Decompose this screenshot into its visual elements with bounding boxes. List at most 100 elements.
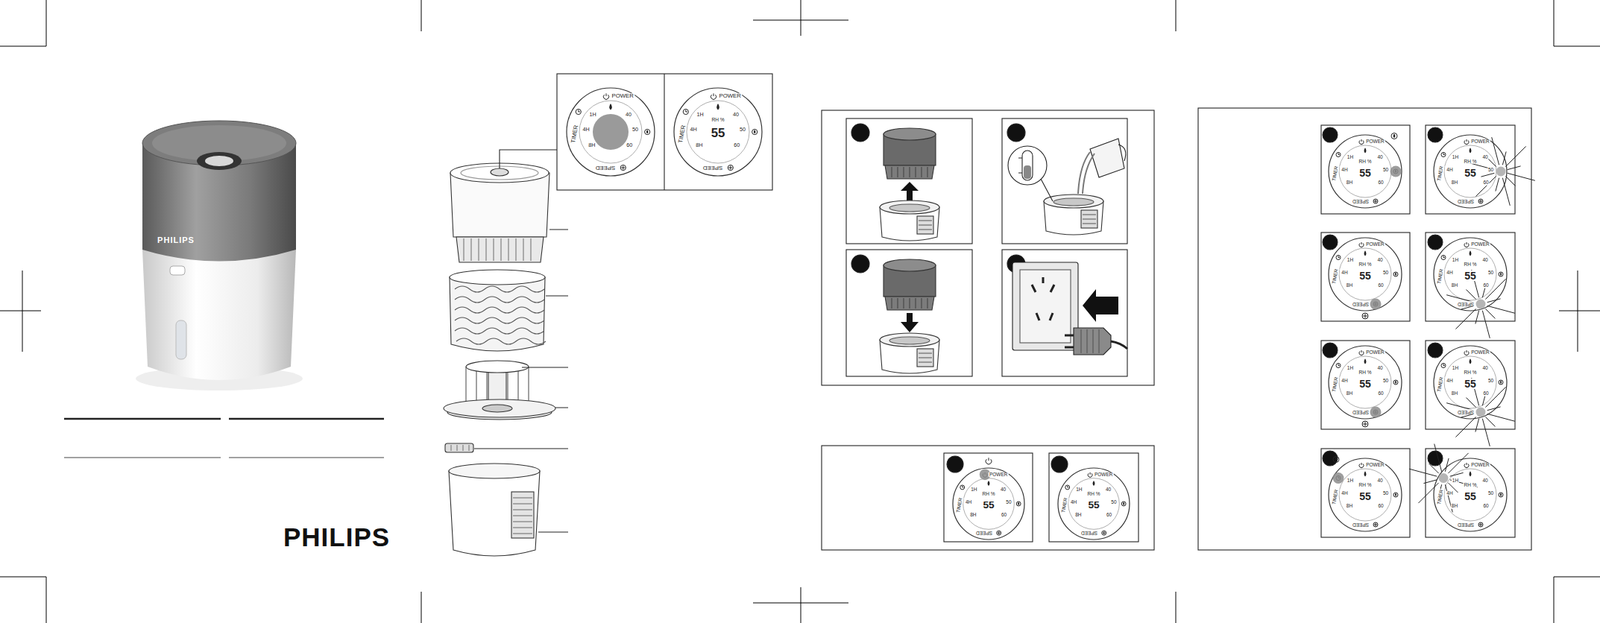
exploded-view-part <box>463 238 531 261</box>
dial-label: RH % <box>1358 158 1373 165</box>
dial-label: 40 <box>1376 478 1384 484</box>
step-panel-settings-part <box>1427 451 1443 466</box>
step-panel-fill-part <box>1019 269 1071 343</box>
exploded-view-part <box>449 277 546 352</box>
dial-inner-ring <box>1339 248 1392 301</box>
droplet-icon <box>609 103 613 111</box>
flash-line <box>1455 308 1476 329</box>
dial-graphic <box>1479 199 1483 203</box>
speed-icon <box>1478 199 1483 204</box>
dial-graphic <box>1500 380 1502 384</box>
dial-inner-ring <box>963 478 1015 531</box>
dial-graphic <box>752 128 758 135</box>
step-panel-settings-part <box>1425 232 1516 322</box>
timer-icon <box>682 108 689 115</box>
dial-label: SPEED <box>1456 522 1475 528</box>
dial-graphic <box>1479 523 1483 527</box>
dial-label: 60 <box>1105 512 1113 518</box>
dial-ring <box>1433 237 1507 311</box>
step-panel-settings-part <box>1322 451 1338 466</box>
dial-label: 60 <box>1000 512 1008 518</box>
dial-graphic <box>1393 272 1398 277</box>
dial-ring <box>1433 345 1507 420</box>
dial-ring <box>566 87 655 176</box>
dial-label: 1H <box>1346 366 1354 372</box>
dial-label: 1H <box>1346 257 1354 264</box>
dial-ring <box>1057 468 1130 540</box>
exploded-view-part <box>512 498 533 534</box>
dial-label: 4H <box>1340 490 1348 496</box>
dial-graphic <box>1102 531 1106 535</box>
dial-label: 1H <box>1075 487 1083 493</box>
dial-label: 60 <box>1377 180 1384 186</box>
power-icon <box>1359 242 1364 248</box>
control-dial: POWERTIMERSPEEDRH %554050601H4H8H <box>1327 345 1403 420</box>
dial-label: 8H <box>1450 283 1459 289</box>
timer-icon <box>1065 485 1070 490</box>
dial-graphic <box>1394 493 1397 496</box>
flash-line <box>1450 472 1464 477</box>
step-panel-fill-part <box>821 110 1155 386</box>
dial-label: 8H <box>1450 504 1459 510</box>
dial-graphic <box>1336 457 1338 461</box>
power-icon <box>1464 350 1469 356</box>
dial-label: 50 <box>1382 167 1390 173</box>
dial-graphic <box>1362 421 1368 427</box>
crop-marks-part <box>0 0 47 47</box>
pressed-button <box>1390 166 1402 178</box>
dial-label: 1H <box>1346 478 1354 484</box>
dial-graphic <box>996 530 1002 536</box>
dial-label: 50 <box>1382 269 1390 276</box>
dial-label: 4H <box>688 126 698 132</box>
dial-label: SPEED <box>1456 199 1475 205</box>
dial-label: RH % <box>1087 492 1102 498</box>
step-panel-settings-part <box>1425 125 1516 214</box>
dial-graphic <box>646 130 648 134</box>
dial-label: POWER <box>717 93 742 100</box>
dial-label: SPEED <box>702 164 724 171</box>
step-panel-fill-part <box>851 254 870 273</box>
step-panel-fill-part <box>1018 158 1023 173</box>
pressed-button <box>1370 298 1382 311</box>
dial-graphic <box>1373 522 1378 528</box>
flash-line <box>1505 146 1526 167</box>
step-panel-fill <box>821 110 1155 386</box>
pressed-button <box>1476 407 1486 418</box>
dial-label: 4H <box>1445 490 1454 496</box>
flash-line <box>1487 407 1501 411</box>
flash-line <box>1480 172 1495 177</box>
step-panel-fill-part <box>1002 118 1128 244</box>
dial-graphic <box>1466 139 1468 142</box>
rh-icon <box>644 128 651 135</box>
flash-line <box>1418 483 1439 504</box>
humidifier-product <box>135 120 303 391</box>
humidifier-product-part <box>196 152 242 170</box>
droplet-icon <box>1093 480 1096 487</box>
step-panel-settings-part <box>1427 342 1443 358</box>
step-panel-fill-part <box>883 128 936 179</box>
dial-label: RH % <box>710 117 725 124</box>
flash-line <box>1491 137 1500 165</box>
control-dial: POWERTIMERSPEEDRH %554050601H4H8H <box>1327 457 1403 533</box>
control-dial: POWERTIMERSPEEDRH %554050601H4H8H <box>1432 237 1508 312</box>
dial-graphic <box>578 109 581 112</box>
dial-label: 60 <box>1377 504 1384 510</box>
dial-graphic <box>1362 313 1368 319</box>
dial-label: 4H <box>1445 378 1454 384</box>
dial-label: RH % <box>1358 482 1373 488</box>
dial-ring <box>1433 134 1507 209</box>
dial-label: POWER <box>1365 242 1386 248</box>
dial-inner-ring <box>1444 356 1497 409</box>
droplet-icon <box>987 480 991 487</box>
dial-graphic <box>1361 350 1363 353</box>
power-icon <box>1464 139 1469 145</box>
dial-graphic <box>1441 255 1446 261</box>
brand-on-product: PHILIPS <box>157 236 195 245</box>
dial-label: RH % <box>1358 369 1373 376</box>
dial-label: 50 <box>1005 499 1012 505</box>
dial-graphic <box>1017 502 1019 505</box>
step-panel-fill-part <box>883 259 936 311</box>
exploded-view-part <box>663 73 665 191</box>
dial-graphic <box>1441 152 1446 158</box>
exploded-view-part <box>443 399 556 418</box>
